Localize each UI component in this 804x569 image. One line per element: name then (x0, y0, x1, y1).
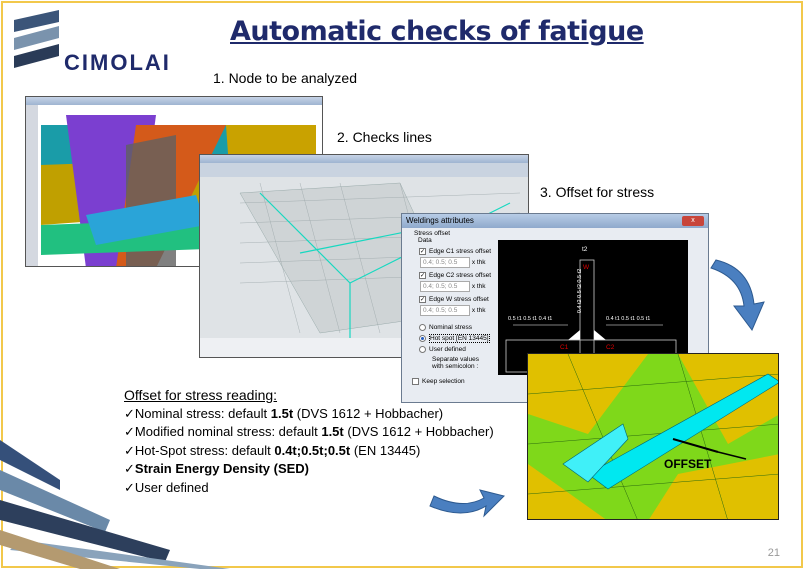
note-text: ✓ (124, 405, 135, 421)
note-text: ✓ (124, 479, 135, 495)
stress-offset-group: Stress offset (414, 230, 451, 237)
note-text: ✓ (124, 424, 135, 439)
user-defined-radio[interactable] (419, 346, 426, 353)
data-subgroup: Data (418, 237, 432, 244)
c2-label: C2 (606, 344, 615, 351)
step-2-label: 2. Checks lines (337, 129, 432, 145)
note-text: (EN 13445) (350, 442, 421, 458)
weld-diagram: t2 W 0.5 t1 0.5 t1 0.4 t1 0.4 t1 0.5 t1 … (498, 240, 688, 375)
notes-heading: Offset for stress reading: (124, 387, 278, 403)
edge-c1-label: Edge C1 stress offset (429, 248, 492, 255)
note-text: User defined (134, 479, 209, 495)
edge-w-label: Edge W stress offset (429, 296, 489, 303)
slide-title: Automatic checks of fatigue (230, 16, 644, 47)
curved-arrow-left-icon (429, 489, 505, 518)
logo-text: CIMOLAI (64, 50, 171, 75)
keep-selection-label: Keep selection (422, 378, 465, 385)
note-text: (DVS 1612 + Hobbacher) (293, 405, 444, 421)
note-text: ✓ (124, 442, 135, 458)
edge-w-row: ✓Edge W stress offset 0.4; 0.5; 0.5 x th… (402, 296, 708, 316)
step-1-label: 1. Node to be analyzed (213, 70, 357, 86)
note-text: Modified nominal stress: default (134, 424, 322, 439)
edge-w-input[interactable]: 0.4; 0.5; 0.5 (420, 305, 470, 316)
note-item: ✓Strain Energy Density (SED) (124, 460, 494, 479)
note-text: Hot-Spot stress: default (134, 442, 275, 458)
note-item: ✓Hot-Spot stress: default 0.4t;0.5t;0.5t… (124, 442, 494, 461)
note-item: ✓Modified nominal stress: default 1.5t (… (124, 423, 494, 442)
w-label: W (583, 264, 590, 271)
t2-label: t2 (582, 246, 588, 253)
page-number: 21 (767, 547, 780, 559)
decorative-photo-strips (0, 440, 230, 569)
edge-c2-input[interactable]: 0.4; 0.5; 0.5 (420, 281, 470, 292)
curved-arrow-down-icon (710, 259, 765, 331)
cimolai-logo (14, 10, 174, 80)
edge-c1-row: ✓Edge C1 stress offset 0.4; 0.5; 0.5 x t… (402, 248, 708, 268)
edge-w-checkbox[interactable]: ✓ (419, 296, 426, 303)
note-text: Nominal stress: default (134, 405, 271, 421)
right-dims: 0.4 t1 0.5 t1 0.5 t1 (606, 316, 651, 322)
keep-selection-checkbox[interactable] (412, 378, 419, 385)
edge-c2-row: ✓Edge C2 stress offset 0.4; 0.5; 0.5 x t… (402, 272, 708, 292)
close-button[interactable]: x (682, 216, 704, 226)
note-text: 1.5t (321, 424, 344, 439)
note-text: 0.4t;0.5t;0.5t (274, 442, 351, 458)
hot-spot-label: Hot spot [EN 13445] (429, 334, 490, 343)
note-item: ✓User defined (124, 479, 494, 498)
nominal-stress-label: Nominal stress (429, 324, 472, 331)
dialog-title: Weldings attributes (402, 214, 708, 228)
edge-c1-checkbox[interactable]: ✓ (419, 248, 426, 255)
edge-c2-checkbox[interactable]: ✓ (419, 272, 426, 279)
hot-spot-radio[interactable] (419, 335, 426, 342)
edge-w-unit: x thk (471, 307, 486, 314)
offset-notes: Offset for stress reading: ✓Nominal stre… (124, 386, 494, 497)
offset-label: OFFSET (664, 457, 712, 471)
note-item: ✓Nominal stress: default 1.5t (DVS 1612 … (124, 405, 494, 424)
edge-c2-label: Edge C2 stress offset (429, 272, 492, 279)
edge-c1-input[interactable]: 0.4; 0.5; 0.5 (420, 257, 470, 268)
edge-c1-unit: x thk (471, 259, 486, 266)
c1-label: C1 (560, 344, 569, 351)
user-defined-label: User defined (429, 346, 466, 353)
note-text: ✓ (124, 461, 135, 476)
nominal-stress-radio[interactable] (419, 324, 426, 331)
vertical-dims: 0.4 t2 0.5 t2 0.5 t2 (577, 268, 584, 314)
left-dims: 0.5 t1 0.5 t1 0.4 t1 (508, 316, 553, 322)
fem-offset-result: OFFSET (527, 353, 779, 520)
note-text: (DVS 1612 + Hobbacher) (343, 424, 494, 439)
note-text: Strain Energy Density (SED) (134, 461, 310, 476)
step-3-label: 3. Offset for stress (540, 184, 655, 200)
edge-c2-unit: x thk (471, 283, 486, 290)
separator-note: Separate values with semicolon : (432, 356, 479, 370)
note-text: 1.5t (270, 405, 294, 421)
